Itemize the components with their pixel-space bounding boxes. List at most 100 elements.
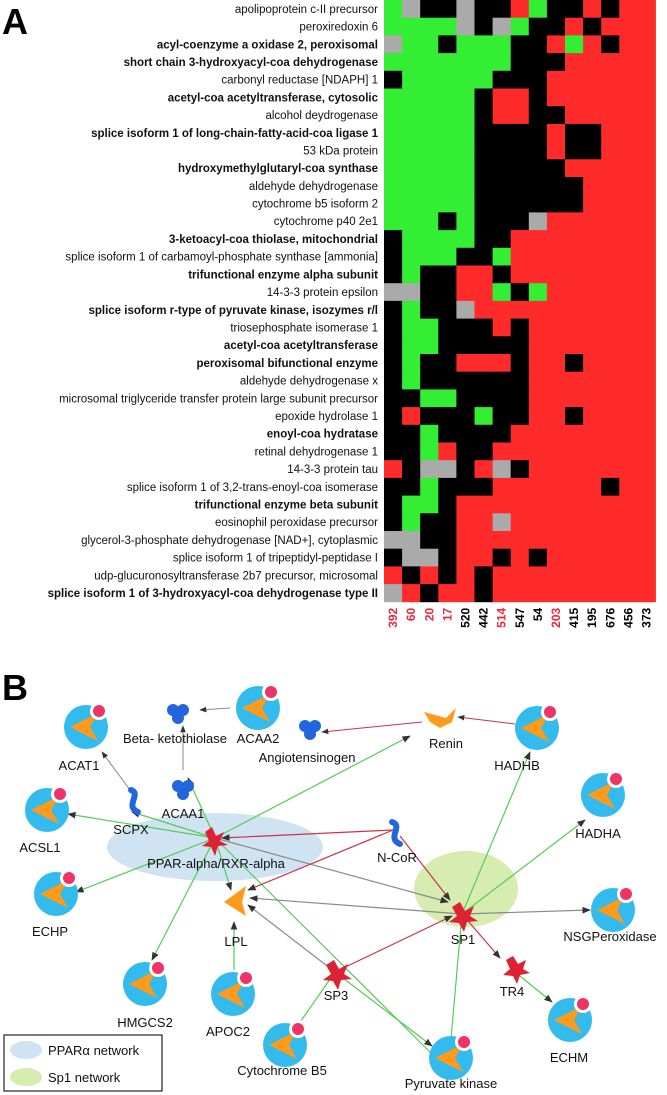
- heatmap-cell: [384, 141, 403, 160]
- heatmap-cell: [420, 318, 439, 337]
- enzyme-icon: [224, 886, 246, 916]
- heatmap-cell: [601, 265, 620, 284]
- heatmap-cell: [456, 194, 475, 213]
- heatmap-cell: [565, 88, 584, 107]
- heatmap-cell: [546, 53, 566, 72]
- heatmap-cell: [637, 442, 656, 461]
- heatmap-cell: [565, 159, 584, 178]
- heatmap-cell: [583, 230, 602, 249]
- node-acaa2[interactable]: ACAA2: [236, 683, 280, 746]
- node-acaa1[interactable]: ACAA1: [162, 780, 205, 821]
- heatmap-cell: [601, 407, 620, 426]
- node-echm[interactable]: ECHM: [548, 995, 592, 1065]
- heatmap-cell: [637, 247, 656, 266]
- heatmap-cell: [565, 318, 584, 337]
- heatmap-cell: [601, 0, 620, 19]
- heatmap-cell: [420, 247, 439, 266]
- node-ppar[interactable]: PPAR-alpha/RXR-alpha: [147, 827, 286, 871]
- heatmap-cell: [474, 407, 493, 426]
- heatmap-cell: [492, 407, 512, 426]
- heatmap-cell: [402, 212, 421, 231]
- node-hmgcs2[interactable]: HMGCS2: [117, 959, 173, 1030]
- column-label: 195: [585, 607, 599, 627]
- protein-icon: [172, 780, 194, 800]
- heatmap-cell: [384, 389, 403, 408]
- heatmap-cell: [510, 53, 530, 72]
- row-label: triosephosphate isomerase 1: [230, 322, 378, 334]
- node-lpl[interactable]: LPL: [224, 886, 248, 949]
- heatmap-cell: [510, 460, 530, 479]
- heatmap-cell: [384, 495, 403, 514]
- heatmap-cell: [474, 212, 493, 231]
- heatmap-cell: [601, 53, 620, 72]
- node-nsgperoxidase[interactable]: NSGPeroxidase: [563, 885, 657, 944]
- node-cytochrome-b5[interactable]: Cytochrome B5: [237, 1020, 327, 1078]
- node-label: NSGPeroxidase: [563, 929, 656, 944]
- heatmap-cell: [528, 106, 548, 125]
- heatmap-cell: [583, 53, 602, 72]
- heatmap-cell: [546, 230, 566, 249]
- heatmap-cell: [619, 177, 638, 196]
- node-scpx[interactable]: SCPX: [113, 787, 149, 837]
- heatmap-cell: [601, 17, 620, 36]
- heatmap-cell: [474, 53, 493, 72]
- edge-ppar-renin: [214, 735, 411, 839]
- heatmap-cell: [601, 318, 620, 337]
- heatmap-cell: [583, 194, 602, 213]
- heatmap-cell: [510, 495, 530, 514]
- node-sp1[interactable]: SP1: [449, 902, 478, 947]
- node-hadhb[interactable]: HADHB: [494, 703, 559, 773]
- heatmap-cell: [402, 159, 421, 178]
- node-apoc2[interactable]: APOC2: [206, 969, 255, 1039]
- heatmap-cell: [637, 194, 656, 213]
- heatmap-cell: [384, 177, 403, 196]
- node-acat1[interactable]: ACAT1: [59, 702, 108, 773]
- node-pyruvate-kinase[interactable]: Pyruvate kinase: [405, 1033, 498, 1091]
- node-beta-ketothiolase[interactable]: Beta- ketothiolase: [123, 704, 227, 746]
- heatmap-cell: [637, 548, 656, 567]
- heatmap-cell: [384, 548, 403, 567]
- heatmap-cell: [528, 460, 548, 479]
- heatmap-cell: [384, 230, 403, 249]
- heatmap-cell: [420, 17, 439, 36]
- heatmap-cell: [619, 230, 638, 249]
- node-echp[interactable]: ECHP: [32, 869, 78, 939]
- node-label: HMGCS2: [117, 1015, 173, 1030]
- heatmap-cell: [384, 17, 403, 36]
- heatmap-cell: [565, 407, 584, 426]
- heatmap-cell: [456, 265, 475, 284]
- heatmap-cell: [637, 389, 656, 408]
- heatmap-cell: [384, 35, 403, 54]
- heatmap-cell: [402, 495, 421, 514]
- heatmap-cell: [402, 460, 421, 479]
- heatmap-cell: [492, 442, 512, 461]
- heatmap-cell: [420, 283, 439, 302]
- heatmap-cell: [384, 212, 403, 231]
- heatmap-cell: [583, 495, 602, 514]
- edge-sp3-lpl: [247, 904, 336, 973]
- node-renin[interactable]: Renin: [424, 708, 463, 751]
- enzyme-icon: [429, 1033, 473, 1080]
- node-acsl1[interactable]: ACSL1: [19, 785, 69, 855]
- node-label: Angiotensinogen: [259, 750, 356, 765]
- node-tr4[interactable]: TR4: [500, 956, 530, 999]
- node-ncor[interactable]: N-CoR: [377, 819, 417, 865]
- node-sp3[interactable]: SP3: [323, 960, 352, 1003]
- heatmap-cell: [637, 177, 656, 196]
- heatmap-cell: [637, 371, 656, 390]
- heatmap-cell: [492, 0, 512, 19]
- heatmap-cell: [619, 141, 638, 160]
- heatmap-cell: [546, 283, 566, 302]
- heatmap-cell: [546, 106, 566, 125]
- heatmap-cell: [637, 513, 656, 532]
- heatmap-cell: [474, 0, 493, 19]
- node-hadha[interactable]: HADHA: [575, 770, 625, 841]
- edge-sp1-hadha: [461, 819, 586, 915]
- heatmap-cell: [474, 548, 493, 567]
- heatmap-cell: [583, 17, 602, 36]
- node-label: SCPX: [113, 822, 149, 837]
- heatmap-cell: [438, 212, 457, 231]
- node-angiotensinogen[interactable]: Angiotensinogen: [259, 720, 356, 765]
- tf-star-icon: [449, 902, 478, 932]
